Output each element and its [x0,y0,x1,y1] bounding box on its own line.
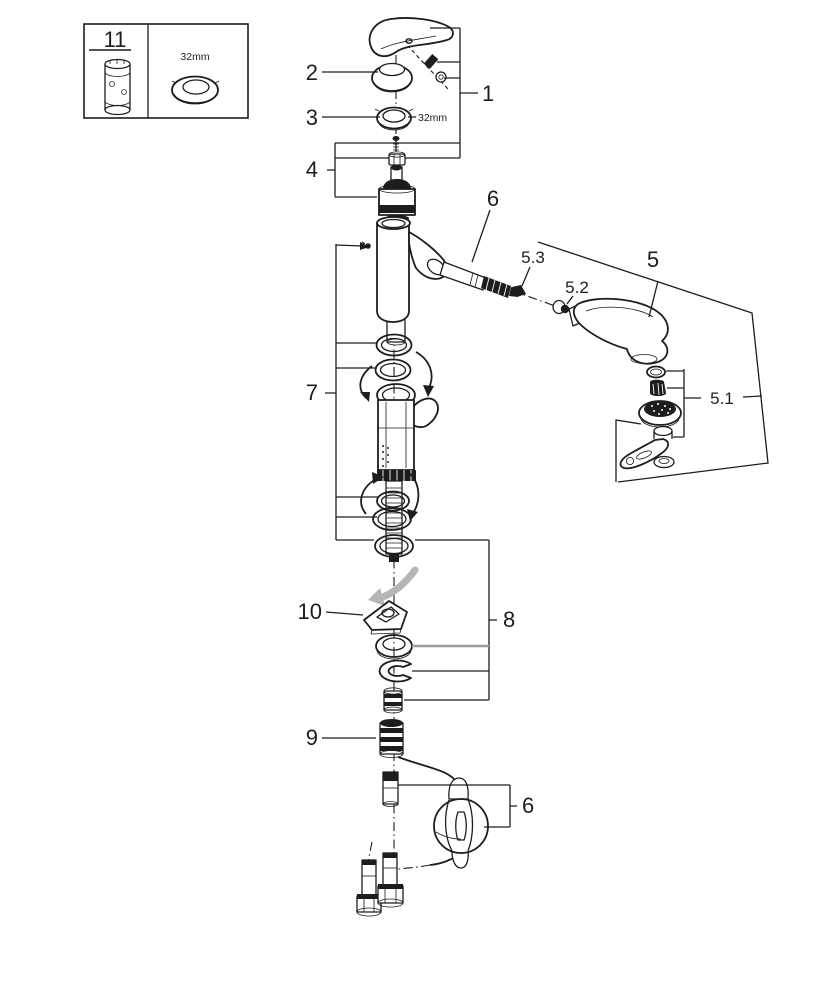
bracket-4 [327,143,377,198]
bracket-6-spout [471,209,491,263]
faucet-body [376,216,448,323]
o-ring-2 [374,358,412,382]
bracket-5 [537,241,769,483]
check-valve [379,719,404,758]
callout-2: 2 [306,60,318,85]
rotation-arrows-lower [360,471,420,521]
callout-8: 8 [503,607,515,632]
callout-10: 10 [298,599,322,624]
handle-screw [423,53,439,70]
bracket-10 [325,611,364,616]
spray-valve-cone [650,379,666,396]
bracket-7 [325,242,379,541]
pullout-wand [439,261,520,298]
handle-ferrule [435,71,447,83]
callout-5-1: 5.1 [710,389,734,408]
callout-5: 5 [647,247,659,272]
callout-3: 3 [306,105,318,130]
bracket-1 [335,27,478,159]
bracket-5-1 [666,369,763,438]
o-ring-5 [374,534,414,558]
spray-face-dome [638,400,682,428]
arm-ring [653,455,675,469]
lever-handle [368,17,454,58]
callout-1: 1 [482,81,494,106]
size-label-32mm: 32mm [180,51,209,63]
o-ring-3 [376,490,410,512]
size-note-32mm: 32mm [418,112,447,124]
callout-7: 7 [306,380,318,405]
callout-5-3: 5.3 [521,248,545,267]
ring-nut-32mm-icon [171,75,220,105]
callout-11: 11 [104,27,127,52]
bracket-8 [404,539,497,701]
hose-weight [433,777,489,869]
rotation-arrows-upper [359,351,434,402]
spray-coupling-5-3 [512,285,526,297]
o-ring-1 [375,333,413,357]
bracket-6-weight [398,784,517,828]
horseshoe-washer [378,659,412,683]
dome-cap [371,62,413,93]
shank-housing [377,399,416,481]
ring-nut-32mm [374,106,414,131]
gray-rotation-arrow [368,566,419,606]
callout-5-2: 5.2 [565,278,589,297]
spray-head [568,297,669,365]
cartridge [378,164,416,222]
bracket-5-3 [521,266,531,287]
callout-6-spout: 6 [487,186,499,211]
shank-texture [382,445,389,467]
mounting-socket-tool-icon [104,58,131,116]
cartridge-screw [392,136,400,151]
mounting-nut [383,687,403,714]
spray-coupling-5-2 [552,299,570,315]
wing-bracket [363,600,408,635]
cartridge-nut [388,151,406,166]
reference-box: 11 32mm [83,23,249,119]
callout-9: 9 [306,725,318,750]
callout-6-weight: 6 [522,793,534,818]
callout-4: 4 [306,157,318,182]
spray-o-ring [646,365,666,379]
supply-hoses [356,852,404,917]
hose-connector [382,771,399,807]
bracket-5-2 [566,295,574,305]
nozzle-dots [651,403,671,415]
diverter-arm [619,425,673,470]
